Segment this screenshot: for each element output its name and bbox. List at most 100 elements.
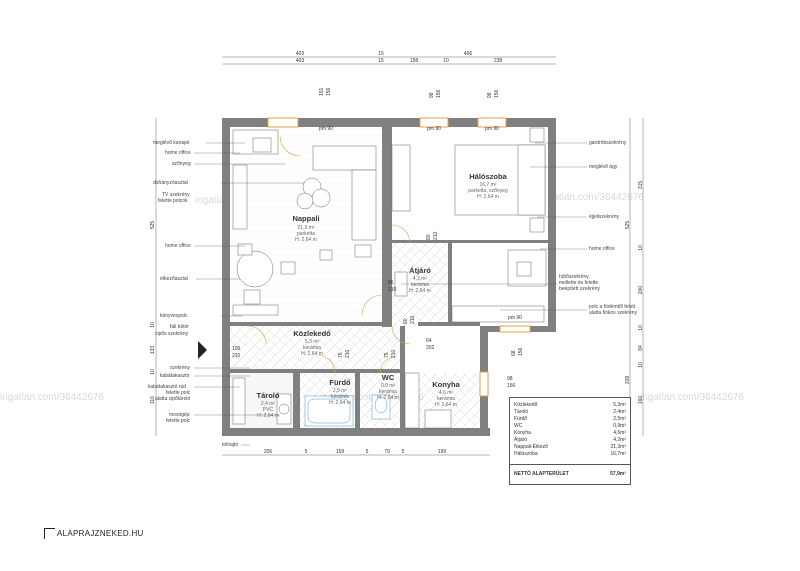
opening-dim: 151	[319, 87, 325, 96]
right-label: mellette és felette	[559, 280, 599, 286]
opening-dim: 210	[433, 231, 439, 240]
left-label: home office	[165, 243, 191, 249]
right-label: meglévő ágy	[589, 164, 618, 170]
dim-top-2: 158	[410, 58, 419, 64]
room-name: Átjáró	[409, 266, 431, 275]
dim-right: 10	[638, 362, 644, 368]
dim-bottom: 159	[336, 449, 345, 455]
watermark-2: ingatlan.com/36442676	[540, 192, 644, 203]
room-wc: WC 0,9 m² kerámia H: 2,64 m	[377, 373, 399, 401]
left-label: felette polcok	[158, 198, 188, 204]
dim-top-1: 15	[378, 51, 384, 57]
opening-dim: 156	[507, 383, 516, 389]
dim-right: 10	[638, 325, 644, 331]
room-name: Konyha	[432, 380, 460, 389]
left-label: dohányzóasztal	[153, 180, 188, 186]
dim-left: 116	[150, 396, 156, 404]
dim-bottom: 5	[366, 449, 369, 455]
dim-top-1: 403	[296, 51, 305, 57]
room-haloszoba: Hálószoba 16,7 m² parketta, szőnyeg H: 2…	[468, 172, 508, 200]
brand-logo: ALAPRAJZNEKED.HU	[44, 528, 144, 539]
dim-left: 133	[150, 346, 156, 355]
room-name: WC	[382, 373, 395, 382]
room-height: H: 2,64 m	[301, 351, 323, 357]
room-atjaro: Átjáró 4,2 m² kerámia H: 2,64 m	[409, 266, 431, 294]
room-floor: kerámia	[303, 345, 321, 351]
left-label: meglévő kanapé	[153, 140, 190, 146]
room-height: H: 2,64 m	[295, 237, 317, 243]
dim-top-2: 10	[443, 58, 449, 64]
dim-right: 10	[638, 245, 644, 251]
dimension-lines	[155, 56, 644, 456]
opening-dim: 64	[426, 338, 432, 344]
window-label: pm 90	[508, 315, 522, 321]
window-label: pm 90	[427, 126, 441, 132]
room-kozlekedo: Közlekedő 5,3 m² kerámia H: 2,64 m	[293, 329, 331, 357]
room-name: Hálószoba	[469, 172, 507, 181]
room-name: Közlekedő	[293, 329, 331, 338]
opening-dim: 68	[511, 350, 517, 356]
dim-right: 160	[638, 396, 644, 405]
opening-dim: 98	[429, 92, 435, 98]
entrance-arrow-icon	[198, 341, 207, 359]
dim-right: 209	[625, 376, 631, 385]
room-floor: kerámia	[411, 282, 429, 288]
dim-right: 315	[638, 181, 644, 190]
opening-dim: 86	[388, 280, 394, 286]
watermark-3: ingatlan.com/36442676	[0, 392, 104, 403]
doors	[247, 135, 411, 374]
opening-dim: 75	[384, 352, 390, 358]
watermark-5: ingatlan.com/36442676	[640, 392, 744, 403]
left-label: TV szekrény	[162, 192, 190, 198]
opening-dim: 156	[518, 347, 524, 356]
left-label: szőnyeg	[172, 161, 191, 167]
dim-left: 10	[150, 322, 156, 328]
left-label: cipős szekrény	[155, 331, 189, 337]
left-label: kabátakasztó	[160, 373, 190, 379]
opening-dim: 100	[232, 346, 241, 352]
room-name: Fürdő	[329, 378, 351, 387]
room-labels: Nappali 21,3 m² parketta H: 2,64 m Hálós…	[257, 172, 508, 419]
dim-bottom: 206	[264, 449, 273, 455]
opening-dim: 210	[410, 315, 416, 324]
dim-top-2: 15	[378, 58, 384, 64]
left-label: felette polc	[166, 390, 191, 396]
room-floor: kerámia	[331, 394, 349, 400]
room-name: Nappali	[292, 214, 319, 223]
room-nappali: Nappali 21,3 m² parketta H: 2,64 m	[292, 214, 319, 243]
room-name: Tároló	[257, 391, 280, 400]
room-area: 0,9 m²	[381, 383, 396, 389]
dim-left: 10	[150, 369, 156, 375]
room-height: H: 2,64 m	[477, 194, 499, 200]
left-label: mosógép	[169, 412, 190, 418]
opening-dim: 210	[388, 287, 397, 293]
room-floor: parketta, szőnyeg	[468, 188, 508, 194]
room-area: 16,7 m²	[480, 182, 497, 188]
left-label: felette polc	[166, 418, 191, 424]
dim-top-2: 403	[296, 58, 305, 64]
opening-dim: 156	[494, 89, 500, 98]
room-tarolo: Tároló 2,4 m² PVC H: 2,64 m	[257, 391, 280, 419]
dim-bottom: 5	[305, 449, 308, 455]
opening-dim: 98	[507, 376, 513, 382]
windows	[267, 117, 531, 397]
window-label: pm 90	[485, 126, 499, 132]
dim-top-2: 238	[494, 58, 503, 64]
room-floor: kerámia	[379, 389, 397, 395]
room-height: H: 2,64 m	[257, 413, 279, 419]
left-label: tolóajtó	[222, 442, 239, 448]
right-label: gardróbszekrény	[589, 140, 627, 146]
opening-dim: 202	[426, 345, 435, 351]
left-label: étkezőasztal	[160, 276, 188, 282]
opening-dim: 80	[403, 318, 409, 324]
